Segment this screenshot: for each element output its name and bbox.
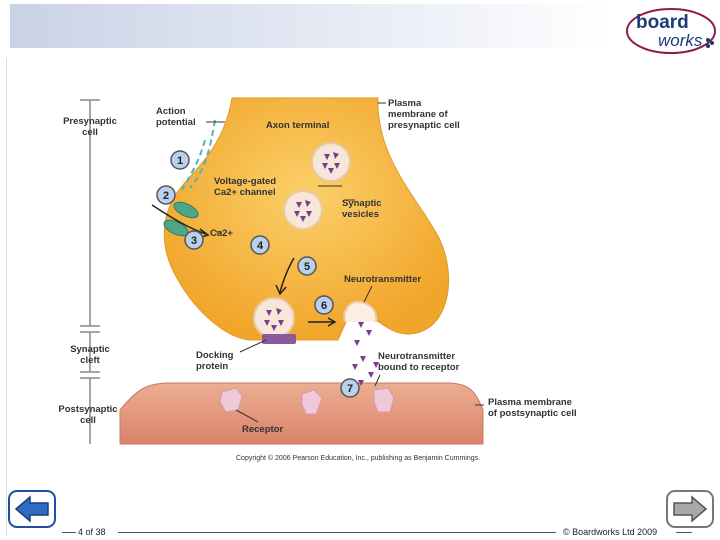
footer-line-left [62,532,76,533]
receptor-protein [219,387,395,415]
label-line: Ca2+ channel [214,187,276,198]
label-line: Neurotransmitter [378,351,456,362]
arrow-left-icon [8,490,56,528]
label-line: cell [82,127,98,138]
logo-text-top: board [636,12,689,33]
label-line: Voltage-gated [214,176,277,187]
label-docking-protein: Docking protein [196,350,233,372]
label-line: Plasma membrane [488,397,572,408]
logo-text-bottom: works [658,31,703,50]
slide-frame [6,58,715,536]
previous-slide-button[interactable] [8,490,56,528]
label-plasma-membrane-post: Plasma membrane of postsynaptic cell [488,397,577,419]
step-1: 1 [177,155,183,167]
footer-copyright: © Boardworks Ltd 2009 [563,527,658,537]
label-line: Postsynaptic [58,404,118,415]
docking-protein [262,334,296,344]
step-5: 5 [304,261,310,273]
label-line: cleft [80,355,100,366]
label-line: presynaptic cell [388,120,460,131]
label-line: Synaptic [342,198,382,209]
label-line: protein [196,361,229,372]
label-neurotransmitter: Neurotransmitter [344,274,422,285]
label-line: Synaptic [70,344,110,355]
label-nt-bound-receptor: Neurotransmitter bound to receptor [378,351,459,373]
page-number: 4 of 38 [78,527,106,537]
synaptic-vesicle [253,142,351,339]
label-line: of postsynaptic cell [488,408,577,419]
label-action-potential: Action potential [156,106,196,128]
logo-ring-icon: board works [626,8,716,54]
neurotransmitter-molecule [264,152,379,386]
boardworks-logo: board works [624,6,718,56]
process-arrows [275,257,337,327]
label-voltage-gated-channel: Voltage-gated Ca2+ channel [214,176,276,198]
arrow-right-icon [666,490,714,528]
label-axon-terminal: Axon terminal [266,120,330,131]
postsynaptic-cell [119,382,484,445]
label-line: potential [156,117,196,128]
label-calcium-ion: Ca2+ [210,228,233,239]
label-line: cell [80,415,96,426]
action-potential-arrows [181,119,216,191]
vesicle-fusion-pore [343,300,378,323]
label-line: vesicles [342,209,379,220]
label-line: Plasma [388,98,422,109]
label-line: Presynaptic [63,116,117,127]
step-3: 3 [191,235,197,247]
image-copyright: Copyright © 2006 Pearson Education, Inc.… [236,455,481,462]
step-4: 4 [257,240,264,252]
label-line: bound to receptor [378,362,460,373]
leader-lines [206,102,484,423]
step-markers [156,150,360,398]
label-postsynaptic-cell: Postsynaptic cell [54,404,122,426]
label-line: Action [156,106,186,117]
label-synaptic-cleft: Synaptic cleft [60,344,120,366]
next-slide-button[interactable] [666,490,714,528]
label-synaptic-vesicles: Synaptic vesicles [342,198,382,220]
step-6: 6 [321,300,327,312]
step-7: 7 [347,383,353,395]
step-2: 2 [163,190,169,202]
label-presynaptic-cell: Presynaptic cell [58,116,122,138]
label-line: Docking [196,350,234,361]
label-plasma-membrane-pre: Plasma membrane of presynaptic cell [388,98,460,131]
ca-channel-icon [163,201,199,237]
footer-line-middle [118,532,556,533]
region-scale-line [80,99,100,444]
label-receptor: Receptor [242,424,284,435]
footer-line-right [676,532,692,533]
label-line: membrane of [388,109,448,120]
header-bar [10,4,610,48]
